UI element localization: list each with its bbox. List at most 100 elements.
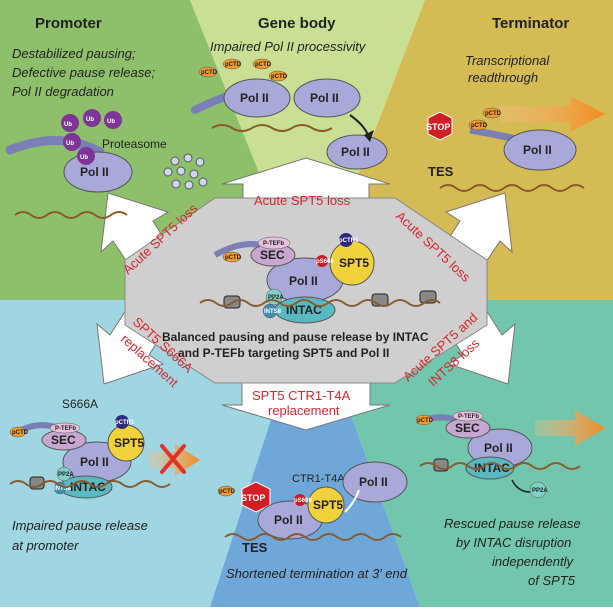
ints8-label: INTS8 [264,309,282,315]
arrow-bottom-text-1: SPT5 CTR1-T4A [252,388,351,403]
pctd-cluster: pCTD pCTD pCTD pCTD [198,58,288,82]
dna-strand [9,480,171,488]
gene-body-desc: Impaired Pol II processivity [210,39,367,54]
intac-label: INTAC [286,303,322,317]
ptefb-label: P-TEFb [458,414,479,420]
arrow-bottom-text-2: replacement [268,403,340,418]
bottom-left-desc-2: at promoter [12,538,79,553]
dna-strand [199,299,441,307]
promoter-desc-1: Destabilized pausing; [12,46,136,61]
pp2a [529,481,547,499]
svg-text:Ub: Ub [66,141,74,147]
mutation-label-s666a: S666A [62,397,98,411]
pol2-label: Pol II [484,441,513,455]
pctd-label: pCTD [219,489,236,495]
pctd [217,485,235,497]
sec-label: SEC [455,421,480,435]
bottom-right-desc-3: independently [492,554,574,569]
spt5-label: SPT5 [114,436,144,450]
pol2-label: Pol II [523,143,552,157]
pp2a [56,466,72,482]
pctr1 [339,233,353,247]
orange-arrow-icon [500,96,605,132]
pol2-label: Pol II [310,91,339,105]
pctd-label: pCTD [12,430,29,436]
promoter-title: Promoter [35,15,102,32]
spt5-label: SPT5 [313,498,343,512]
pol2-label: Pol II [80,455,109,469]
gene-body-title: Gene body [258,15,336,32]
dna-strand [211,124,333,132]
gene-body-panel-bg [190,0,425,300]
arrowhead [364,130,374,142]
pctr1-label: pCTR1 [339,238,359,244]
ints8 [262,303,278,319]
pp2a-label: PP2A [268,295,284,301]
terminator-desc-1: Transcriptional [465,53,550,68]
spt5-bottom-center [307,486,345,524]
proteasome-icon [163,153,208,190]
promoter-desc-2: Defective pause release; [12,65,155,80]
terminator-title: Terminator [492,15,569,32]
svg-text:pCTD: pCTD [255,62,272,68]
ps666 [294,494,306,506]
pp2a-label: PP2A [532,488,548,494]
ps666-label: pS666 [316,259,334,265]
pctr1 [115,415,129,429]
dna-strand [14,211,128,219]
pol2-label: Pol II [359,475,388,489]
arrow-bottom [221,379,391,431]
pol2-gene-body-2 [293,78,361,118]
pctd-label: pCTD [225,255,242,261]
release-arrow [349,114,369,136]
pctr1-label: pCTR1 [115,420,135,426]
pctd-cluster: pCTD pCTD [468,107,502,131]
pol2-released [326,134,388,170]
bottom-right-desc-1: Rescued pause release [444,516,581,531]
sec-label: SEC [51,433,76,447]
ptefb [452,410,484,422]
promoter-desc-3: Pol II degradation [12,84,114,99]
svg-text:pCTD: pCTD [201,70,218,76]
ps666 [316,255,328,267]
pol2-label: Pol II [274,513,303,527]
svg-text:Ub: Ub [80,155,88,161]
svg-text:pCTD: pCTD [471,123,488,129]
dna-strand [224,533,402,541]
svg-text:pCTD: pCTD [225,62,242,68]
tes-label: TES [428,164,454,179]
svg-text:pCTD: pCTD [271,74,288,80]
spt5-label: SPT5 [339,256,369,270]
center-caption-2: and P-TEFb targeting SPT5 and Pol II [178,346,389,360]
ps666-label: pS666 [294,498,312,504]
intac-label: INTAC [474,461,510,475]
svg-text:pCTD: pCTD [485,111,502,117]
orange-arrow-icon [535,410,605,446]
proteasome-label: Proteasome [102,137,167,151]
ptefb-label: P-TEFb [55,426,76,432]
svg-text:Ub: Ub [64,122,72,128]
dna-strand [419,462,581,470]
ubiquitin-icon: Ub Ub Ub Ub Ub [61,109,122,165]
bottom-right-desc-4: of SPT5 [528,573,576,588]
release-arrow [344,489,360,513]
pctd [222,251,242,263]
red-x-icon [160,444,186,474]
pol2-gene-body-1 [223,78,291,118]
pctd [9,426,27,438]
pol2-terminator [503,129,577,171]
pp2a-label: PP2A [58,472,74,478]
ptefb [257,236,291,250]
bottom-center-desc: Shortened termination at 3′ end [226,566,408,581]
stop-label: STOP [426,122,450,132]
bottom-right-desc-2: by INTAC disruption [456,535,571,550]
ptefb-label: P-TEFb [263,241,284,247]
pol2-label: Pol II [341,145,370,159]
stop-label: STOP [241,493,265,503]
pctd-label: pCTD [417,418,434,424]
dna-strand [439,184,585,192]
pol2-label: Pol II [80,165,109,179]
dissociation-arrow [511,479,531,493]
